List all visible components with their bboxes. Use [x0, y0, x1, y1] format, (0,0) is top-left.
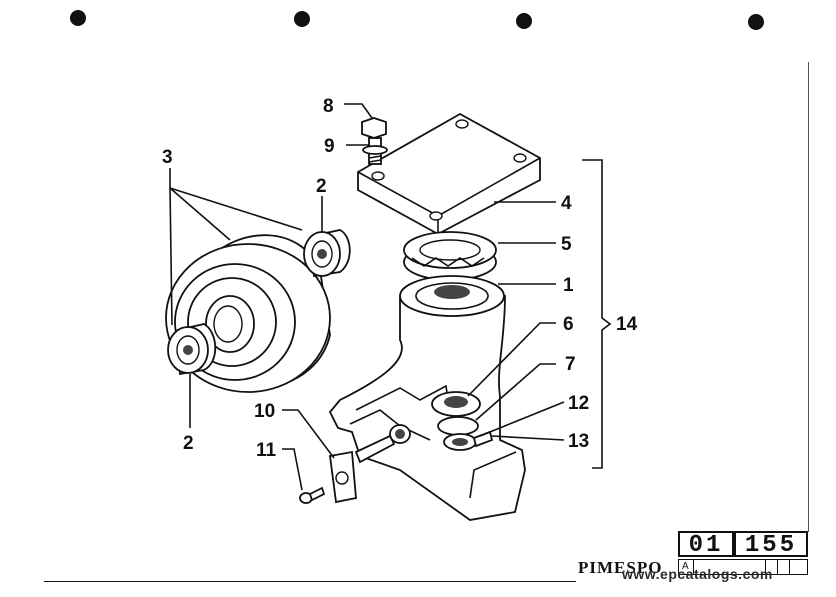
- revision-row: A: [678, 559, 808, 575]
- thrust-bearing: [403, 231, 497, 281]
- part-label-2-lower: 2: [183, 433, 194, 454]
- part-label-1: 1: [563, 275, 574, 296]
- part-label-12: 12: [568, 393, 589, 414]
- part-label-11: 11: [256, 440, 277, 461]
- screw: [299, 486, 326, 504]
- part-label-2-upper: 2: [316, 176, 327, 197]
- title-block: 01 155 A: [678, 531, 808, 577]
- wheel-bearing-upper: [303, 229, 351, 278]
- wheel-bearing-lower: [167, 323, 217, 376]
- leader-lines: [169, 103, 565, 491]
- drawing-code-left: 01: [678, 531, 734, 559]
- fork-housing: [328, 275, 526, 521]
- part-label-14: 14: [616, 314, 638, 335]
- revision-cell-divider: [693, 560, 694, 574]
- part-label-4: 4: [561, 193, 572, 214]
- part-label-6: 6: [563, 314, 574, 335]
- binder-hole: [748, 14, 764, 30]
- revision-cell-divider: [789, 560, 790, 574]
- brand-logo: PIMESPO: [578, 558, 663, 577]
- revision-cell-divider: [777, 560, 778, 574]
- part-label-8: 8: [323, 96, 334, 117]
- page-border-right: [808, 62, 809, 532]
- mounting-plate: [357, 112, 541, 236]
- binder-hole: [516, 13, 532, 29]
- part-label-5: 5: [561, 234, 572, 255]
- bolt-and-washer: [361, 117, 388, 165]
- housing-bearings: [431, 391, 494, 451]
- revision-cell-divider: [765, 560, 766, 574]
- part-label-3: 3: [162, 147, 173, 168]
- watermark-text: www.epcatalogs.com: [622, 566, 773, 582]
- drawing-code-right: 155: [734, 531, 808, 559]
- part-label-10: 10: [254, 401, 275, 422]
- part-label-7: 7: [565, 354, 576, 375]
- assembly-bracket: [582, 159, 612, 469]
- page-border-bottom: [44, 581, 576, 582]
- axle-and-lock-plate: [328, 434, 396, 504]
- part-label-13: 13: [568, 431, 589, 452]
- binder-hole: [294, 11, 310, 27]
- revision-letter: A: [682, 561, 689, 572]
- part-label-9: 9: [324, 136, 335, 157]
- binder-hole: [70, 10, 86, 26]
